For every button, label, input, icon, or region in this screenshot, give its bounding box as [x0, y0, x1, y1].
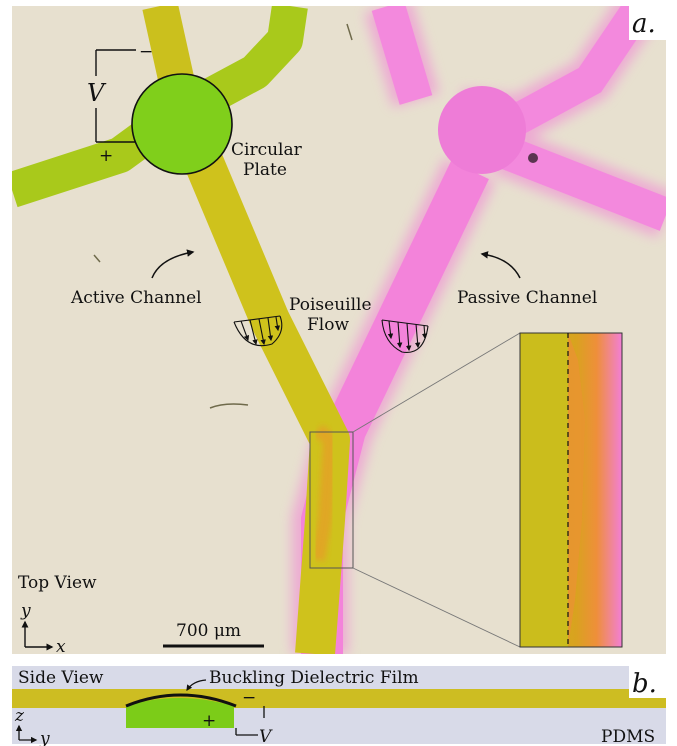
axis-y-side-label: y	[39, 729, 50, 746]
side-voltage-minus: −	[242, 688, 256, 708]
voltage-minus: −	[139, 42, 153, 62]
pdms-label: PDMS	[601, 727, 655, 746]
axis-x-label: x	[56, 637, 66, 657]
film-label: Buckling Dielectric Film	[209, 668, 419, 688]
voltage-symbol: V	[87, 79, 107, 107]
axis-z-label: z	[14, 706, 25, 726]
panel-top-view: − V + Circular Plate Active Channel Pass…	[12, 6, 666, 657]
side-voltage-plus: +	[202, 711, 216, 731]
circular-plate-label-1: Circular	[231, 140, 303, 160]
side-voltage-symbol: V	[259, 727, 273, 746]
panel-a-tag: a.	[632, 9, 656, 39]
circular-plate-label-2: Plate	[243, 160, 287, 180]
passive-circular-plate	[438, 86, 526, 174]
passive-channel-label: Passive Channel	[457, 288, 597, 308]
voltage-plus: +	[99, 146, 113, 166]
poiseuille-label-2: Flow	[307, 315, 349, 335]
side-view-electrode	[126, 698, 234, 728]
circular-plate	[132, 74, 232, 174]
side-view-label: Side View	[18, 668, 104, 688]
side-view-film-layer	[12, 689, 666, 708]
active-channel-label: Active Channel	[70, 288, 202, 308]
zoom-inset	[520, 333, 622, 647]
panel-b-tag: b.	[632, 669, 657, 699]
panel-side-view: Side View Buckling Dielectric Film − + V…	[12, 666, 666, 746]
top-view-label: Top View	[18, 573, 97, 593]
axis-y-label: y	[20, 601, 31, 621]
poiseuille-label-1: Poiseuille	[289, 295, 372, 315]
scale-bar-label: 700 μm	[176, 621, 241, 641]
